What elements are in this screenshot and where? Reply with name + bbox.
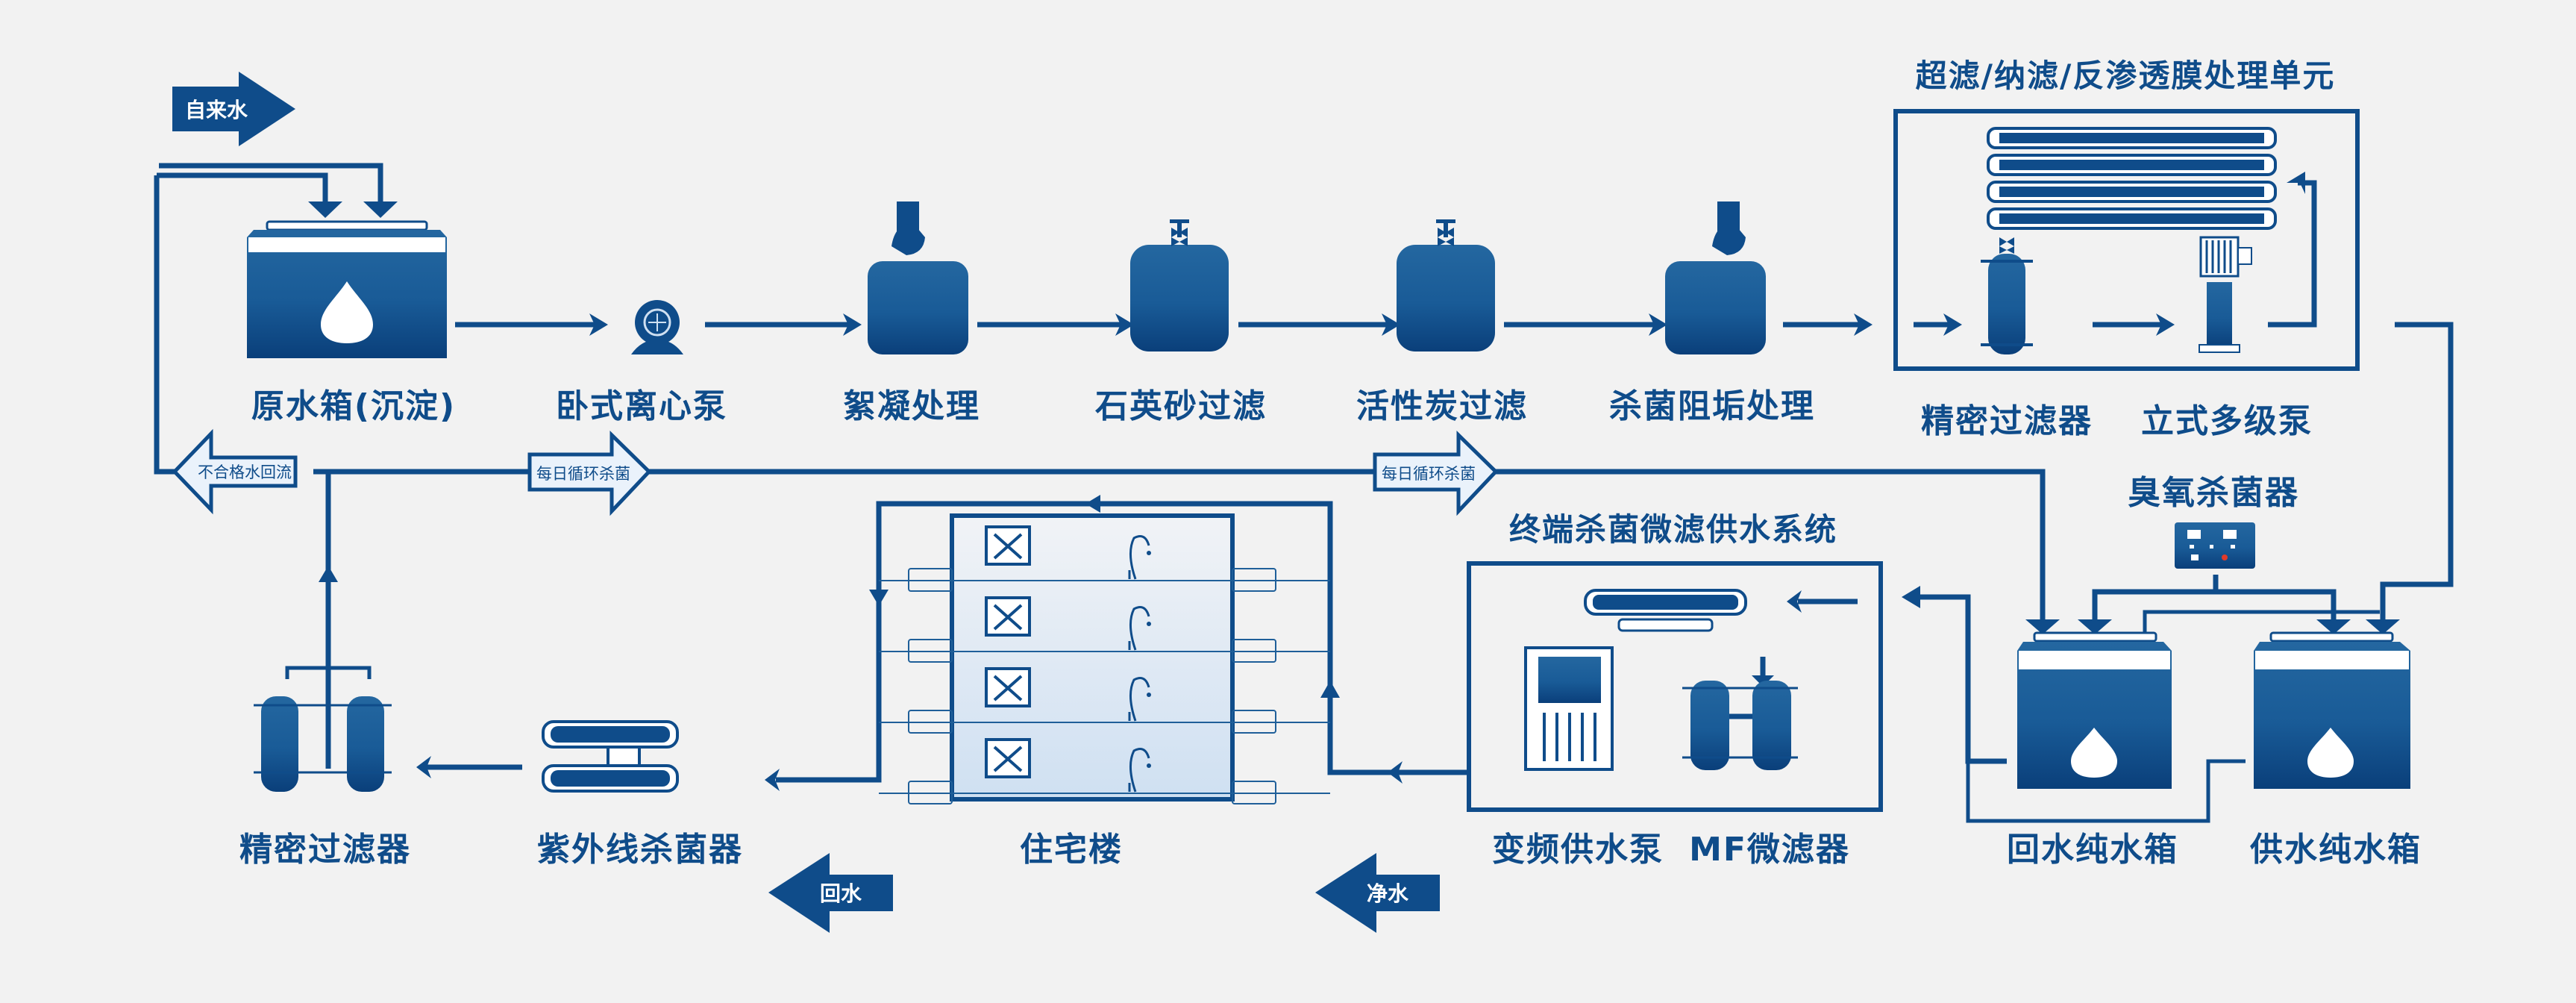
pipe-supply-riser (1327, 694, 1467, 775)
label-return-tank: 回水纯水箱 (2007, 831, 2178, 869)
bottom-precision-filter (254, 696, 392, 792)
label-precision-filter-top: 精密过滤器 (1921, 402, 2093, 440)
daily-circulation-arrow-1 (527, 431, 652, 516)
water-drop-icon (2307, 728, 2354, 778)
pipe-connector (1232, 710, 1276, 734)
uv-sterilizer (542, 720, 679, 793)
pipe-tap-inlet (159, 163, 383, 209)
flocculation-tank (868, 201, 968, 354)
vertical-multistage-pump (2199, 236, 2252, 353)
pipe-connector (908, 781, 953, 804)
filter-vessels (868, 201, 1766, 354)
label-quartz-sand: 石英砂过滤 (1095, 387, 1267, 425)
pipe-building-return (776, 501, 1333, 783)
centrifugal-pump (631, 300, 683, 354)
label-activated-carbon: 活性炭过滤 (1356, 387, 1528, 425)
clean-water-label: 净水 (1366, 881, 1409, 906)
tap-water-arrow (172, 72, 295, 146)
label-flocculation: 絮凝处理 (843, 387, 980, 425)
pipe-connector (1232, 568, 1276, 592)
pipe-supply-to-return (1966, 759, 2246, 823)
label-centrifugal-pump: 卧式离心泵 (556, 387, 727, 425)
faucet-icon (1128, 748, 1150, 793)
pipe-left-return (154, 175, 179, 475)
activated-carbon-tank (1397, 219, 1495, 351)
pipe-filter-manifold (285, 666, 372, 679)
pipe-return-inlet (157, 172, 328, 209)
daily-circulation-arrow-2 (1373, 431, 1499, 516)
pipe-connector (908, 639, 953, 663)
pipe-connector (908, 710, 953, 734)
pipe-connector (908, 568, 953, 592)
membrane-unit-title: 超滤/纳滤/反渗透膜处理单元 (1915, 57, 2336, 94)
terminal-system-box (1467, 561, 1883, 812)
building-floor (879, 667, 1330, 734)
daily-circulation-label-2: 每日循环杀菌 (1382, 465, 1476, 483)
return-water-label: 回水 (819, 881, 862, 906)
flow-arrowheads (308, 172, 2400, 791)
label-raw-tank: 原水箱(沉淀) (251, 387, 457, 425)
label-vertical-pump: 立式多级泵 (2141, 402, 2313, 440)
return-water-arrow (768, 853, 893, 933)
label-ozone: 臭氧杀菌器 (2128, 474, 2299, 512)
terminal-uv-lamp (1584, 589, 1747, 632)
label-precision-filter-bottom: 精密过滤器 (239, 831, 411, 869)
clean-water-arrow (1315, 853, 1440, 933)
unqualified-return-label: 不合格水回流 (198, 463, 292, 481)
faucet-icon (1128, 677, 1150, 722)
pipe-ozone-left (2092, 575, 2219, 624)
pipe-connector (1232, 639, 1276, 663)
pipe-uf-to-supply-tank (2380, 322, 2454, 624)
residential-building (879, 513, 1330, 804)
pipe-pump-membrane (2268, 180, 2317, 328)
tap-water-label: 自来水 (184, 98, 248, 122)
pipe-ozone-right (2216, 589, 2337, 624)
water-drop-icon (2071, 728, 2117, 778)
pipe-connector (1232, 781, 1276, 804)
building-floor (879, 525, 1330, 592)
vfd-control-cabinet (1524, 646, 1614, 771)
return-pure-water-tank (2017, 631, 2172, 789)
terminal-system-title: 终端杀菌微滤供水系统 (1508, 511, 1838, 548)
label-vfd-pump: 变频供水泵 (1492, 831, 1664, 869)
faucet-icon (1128, 535, 1150, 580)
unqualified-return-arrow (172, 428, 298, 515)
label-sterilization-scale: 杀菌阻垢处理 (1609, 387, 1815, 425)
raw-water-tank (247, 220, 447, 358)
daily-circulation-label-1: 每日循环杀菌 (536, 465, 630, 483)
label-supply-tank: 供水纯水箱 (2250, 831, 2422, 869)
sterilization-scale-tank (1665, 201, 1766, 354)
mf-twin-filter (1682, 681, 1798, 770)
faucet-icon (1128, 606, 1150, 651)
label-mf-filter: MF微滤器 (1689, 831, 1850, 869)
precision-filter-vessel (1981, 237, 2033, 354)
pipe-return-to-terminal (1910, 594, 2007, 764)
supply-pure-water-tank (2254, 631, 2410, 789)
membrane-modules (1987, 127, 2277, 230)
ozone-generator (2175, 522, 2255, 569)
building-floor (879, 738, 1330, 804)
water-drop-icon (321, 281, 373, 343)
label-building: 住宅楼 (1020, 831, 1123, 869)
quartz-sand-tank (1130, 219, 1229, 351)
building-floor (879, 596, 1330, 663)
membrane-unit-box (1893, 109, 2360, 371)
pipe-daily-circulation (313, 469, 2046, 624)
label-uv-sterilizer: 紫外线杀菌器 (537, 831, 743, 869)
